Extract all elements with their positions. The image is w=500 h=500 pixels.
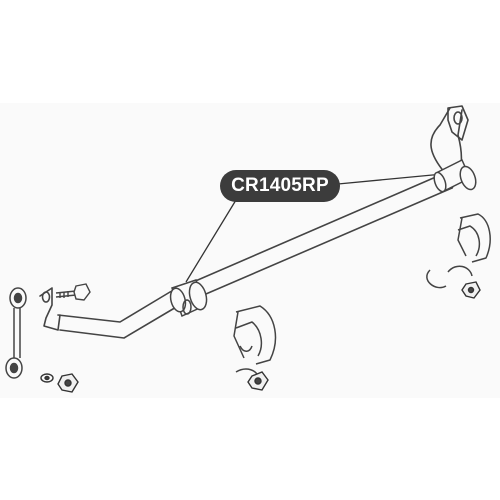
bolt-icon bbox=[55, 283, 91, 301]
end-link-icon bbox=[5, 287, 27, 379]
part-number-label: CR1405RP bbox=[220, 170, 340, 202]
leader-line-left bbox=[185, 199, 237, 283]
nut-icon bbox=[40, 373, 79, 393]
nut-icon bbox=[247, 371, 269, 391]
bushing-icon bbox=[433, 158, 477, 193]
bushing-icon bbox=[169, 279, 208, 318]
nut-icon bbox=[461, 281, 481, 299]
paper-background bbox=[0, 103, 500, 398]
bracket-icon bbox=[426, 213, 491, 289]
leader-line-right bbox=[337, 173, 444, 185]
bracket-icon bbox=[233, 305, 277, 379]
leader-lines bbox=[185, 173, 444, 283]
